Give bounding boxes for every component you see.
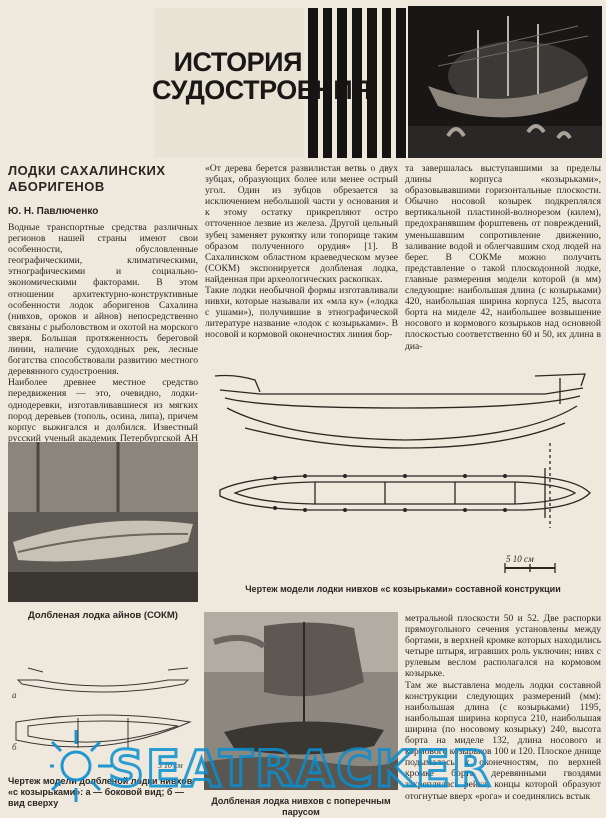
section-title: ИСТОРИЯ СУДОСТРОЕНИЯ (152, 47, 372, 105)
article-author: Ю. Н. Павлюченко (8, 206, 99, 217)
ship-model-photo (408, 6, 602, 158)
header-stripes (308, 8, 407, 158)
dugout-boat-drawing: а б 5 10 см (8, 630, 198, 790)
drawing-small-label-b: б (12, 742, 17, 752)
watermark-text: SEATRACKER (108, 740, 492, 798)
article-column-1: Водные транспортные средства различных р… (8, 222, 198, 466)
boat-technical-drawing: 5 10 см (205, 368, 601, 578)
sun-emblem-icon (50, 730, 112, 802)
sail-photo-caption: Долбленая лодка нивхов с поперечным пару… (211, 796, 391, 817)
drawing-small-label-a: а (12, 690, 17, 700)
seatracker-watermark: SEATRACKER (50, 730, 492, 802)
article-column-3: та завершалась выступавшими за пределы д… (405, 163, 601, 352)
article-column-2: «От дерева берется развилистая ветвь о д… (205, 163, 398, 341)
photo-caption-ainu-canoe: Долбленая лодка айнов (СОКМ) (28, 610, 178, 621)
header-band (154, 8, 304, 158)
article-column-3-continued: метральной плоскости 50 и 52. Две распор… (405, 613, 601, 802)
drawing-caption: Чертеж модели лодки нивхов «с козырьками… (245, 584, 561, 594)
drawing-small-scale-label: 5 10 см (158, 761, 183, 770)
drawing-scale-label: 5 10 см (506, 554, 534, 564)
sail-boat-photo (204, 612, 398, 790)
dugout-drawing-caption: Чертеж модели долбленой лодки нивхов «с … (8, 776, 193, 808)
museum-canoe-photo (8, 442, 198, 602)
article-title: ЛОДКИ САХАЛИНСКИХ АБОРИГЕНОВ (8, 163, 166, 194)
